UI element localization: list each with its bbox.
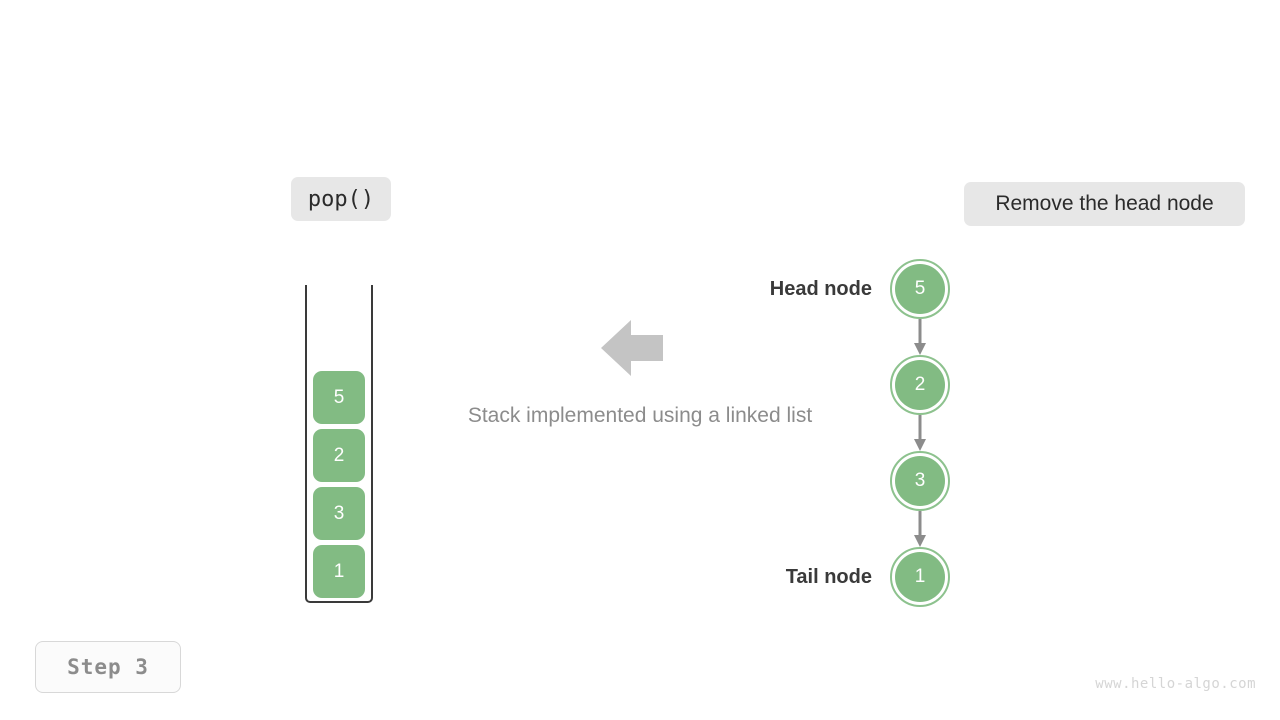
stack-items: 5 2 3 1	[313, 364, 365, 598]
step-badge: Step 3	[35, 641, 181, 693]
description-label: Remove the head node	[995, 192, 1214, 215]
linked-list-node: 5	[890, 259, 950, 319]
node-value: 2	[914, 374, 926, 395]
node-ring	[890, 451, 950, 511]
node-value: 1	[914, 566, 926, 587]
stack-box-value: 1	[333, 560, 345, 582]
description-chip: Remove the head node	[964, 182, 1245, 226]
node-fill: 3	[895, 456, 945, 506]
node-ring	[890, 547, 950, 607]
node-ring	[890, 355, 950, 415]
linked-list-edge-arrow	[914, 511, 926, 547]
stack-box: 5	[313, 371, 365, 424]
left-arrow-icon	[601, 318, 663, 378]
node-value: 3	[914, 470, 926, 491]
caption-text: Stack implemented using a linked list	[467, 404, 813, 427]
node-ring	[890, 259, 950, 319]
step-label: Step 3	[67, 655, 149, 679]
operation-chip: pop()	[291, 177, 391, 221]
linked-list-node: 2	[890, 355, 950, 415]
linked-list-edge-arrow	[914, 415, 926, 451]
operation-label: pop()	[307, 186, 375, 212]
stack-box: 2	[313, 429, 365, 482]
head-node-label: Head node	[769, 278, 872, 300]
node-fill: 2	[895, 360, 945, 410]
stack-box-value: 5	[333, 386, 345, 408]
linked-list-node: 3	[890, 451, 950, 511]
node-fill: 1	[895, 552, 945, 602]
watermark: www.hello-algo.com	[1095, 676, 1256, 692]
node-value: 5	[914, 278, 926, 299]
stack-box: 1	[313, 545, 365, 598]
stack-box-value: 3	[333, 502, 345, 524]
linked-list: Head node 5 2	[740, 250, 1000, 620]
node-fill: 5	[895, 264, 945, 314]
stack-box-value: 2	[333, 444, 345, 466]
stack-box: 3	[313, 487, 365, 540]
stack-container	[305, 285, 373, 603]
linked-list-node: 1	[890, 547, 950, 607]
tail-node-label: Tail node	[785, 566, 872, 588]
linked-list-edge-arrow	[914, 319, 926, 355]
